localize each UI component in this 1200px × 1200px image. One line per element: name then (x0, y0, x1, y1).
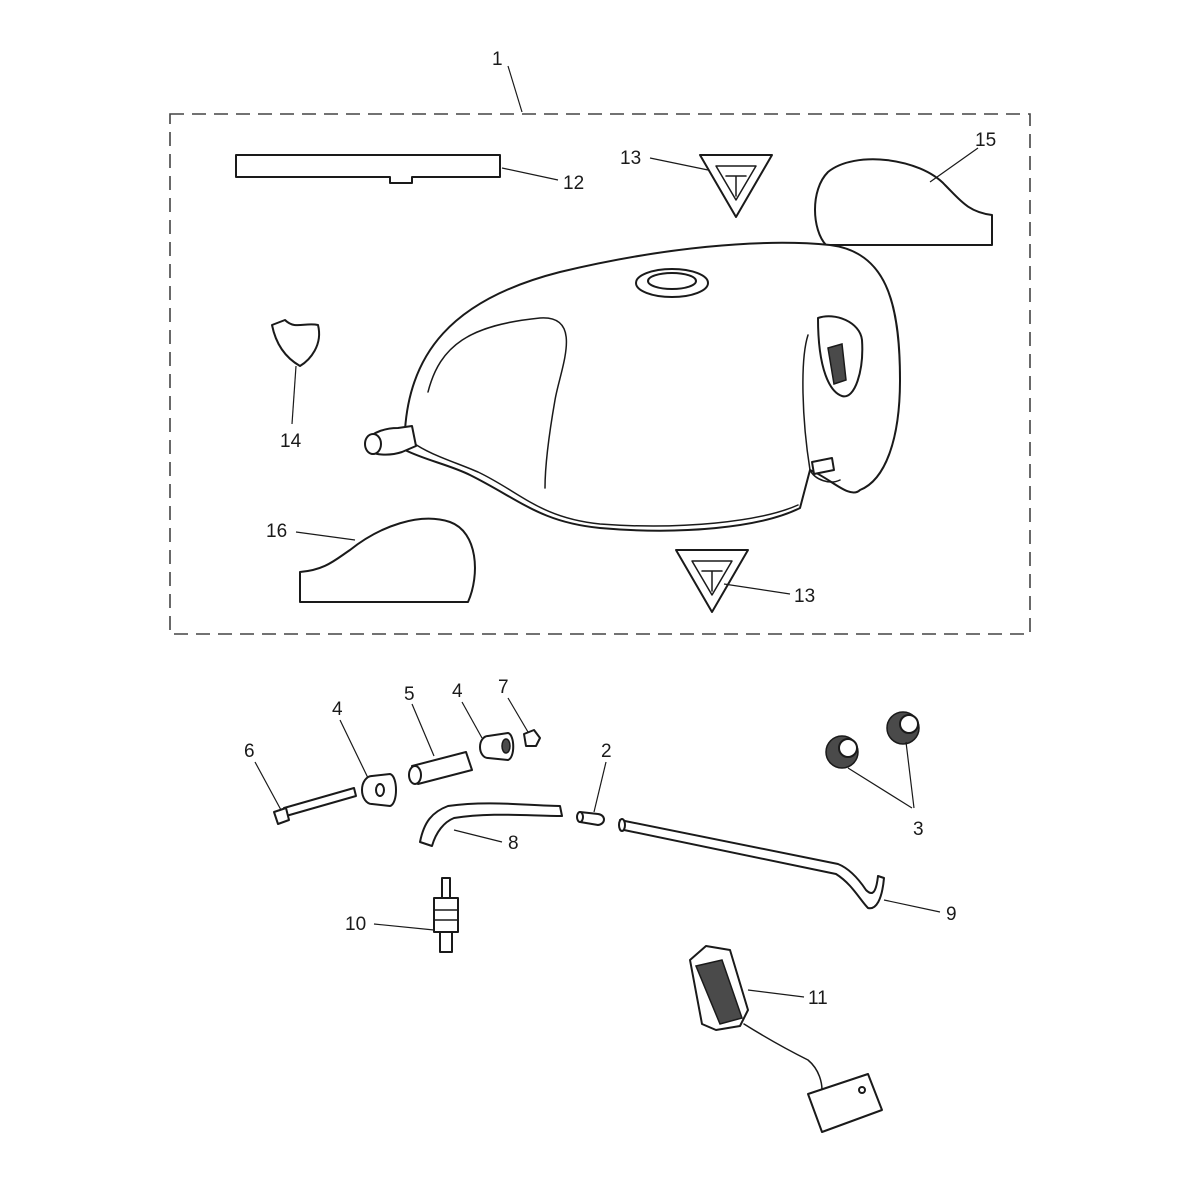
leader-9 (883, 899, 941, 913)
part-2-connector (576, 811, 605, 826)
leader-7 (507, 697, 529, 733)
leader-10 (373, 923, 435, 931)
leader-11 (747, 989, 805, 998)
leader-8 (453, 829, 503, 843)
leader-13-bottom (723, 583, 791, 595)
callout-12: 12 (563, 173, 584, 194)
part-15-knee-pad-right (814, 158, 993, 246)
part-3-grommets (825, 711, 920, 769)
part-10-fuel-filter (433, 877, 459, 953)
part-13-badge-top (699, 154, 773, 218)
callout-16: 16 (266, 521, 287, 542)
part-8-hose (419, 802, 563, 847)
part-14-small-badge (271, 319, 321, 367)
leader-4-left (339, 719, 369, 779)
part-4-grommet-left (361, 773, 397, 807)
part-5-sleeve (408, 751, 473, 785)
callout-11: 11 (808, 988, 828, 1009)
callout-6: 6 (244, 741, 255, 762)
callout-4-left: 4 (332, 699, 343, 720)
part-16-knee-pad-left (299, 517, 476, 603)
leader-6 (254, 761, 282, 811)
callout-2: 2 (601, 741, 612, 762)
leader-14 (291, 365, 297, 425)
callout-13-top: 13 (620, 148, 641, 169)
part-9-long-hose (618, 818, 885, 910)
part-11-fuel-level-sender (689, 945, 883, 1133)
leader-16 (295, 531, 356, 541)
leader-15 (929, 147, 979, 183)
callout-1: 1 (492, 49, 503, 70)
callout-9: 9 (946, 904, 957, 925)
leader-13-top (649, 157, 709, 171)
callout-7: 7 (498, 677, 509, 698)
callout-14: 14 (280, 431, 302, 452)
leader-12 (501, 167, 559, 181)
leader-5 (411, 703, 435, 757)
leader-4-right (461, 701, 483, 739)
kit-dashed-boundary (169, 113, 1031, 635)
part-4-grommet-right (479, 732, 515, 761)
leader-1 (507, 65, 523, 113)
callout-5: 5 (404, 684, 415, 705)
fuel-tank (364, 241, 901, 532)
part-7-nut (523, 729, 541, 747)
part-13-badge-bottom (675, 549, 749, 613)
callout-15: 15 (975, 130, 996, 151)
part-12-trim-strip (235, 154, 501, 184)
callout-10: 10 (345, 914, 366, 935)
callout-8: 8 (508, 833, 519, 854)
callout-4-right: 4 (452, 681, 463, 702)
callout-13-bottom: 13 (794, 586, 815, 607)
leader-3 (847, 741, 915, 809)
callout-3: 3 (913, 819, 924, 840)
leader-2 (593, 761, 607, 813)
part-6-bolt (273, 787, 357, 825)
